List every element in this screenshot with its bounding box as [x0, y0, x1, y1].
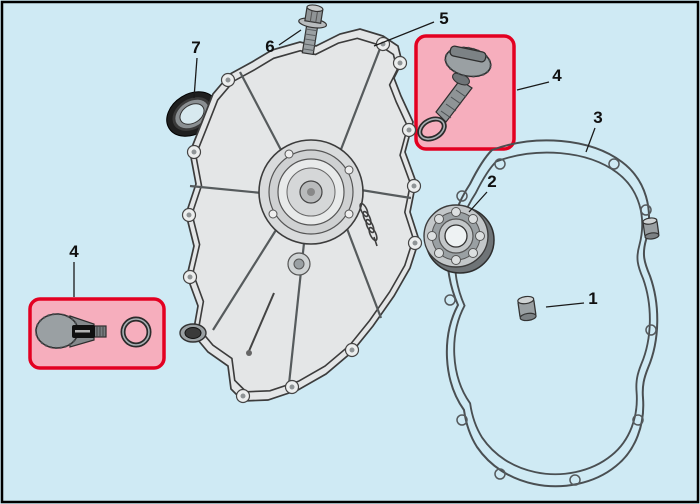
flange-bolt	[298, 4, 328, 56]
callout-6[interactable]: 6	[265, 37, 274, 56]
callout-5[interactable]: 5	[439, 9, 448, 28]
callout-2[interactable]: 2	[487, 172, 496, 191]
cover-hub	[258, 139, 364, 245]
cover-bolt-bosses	[181, 36, 423, 404]
oil-dipstick-left	[35, 313, 107, 349]
dipstick-handle	[449, 45, 487, 63]
gasket-bolt-holes	[444, 158, 657, 486]
callout-1[interactable]: 1	[588, 289, 597, 308]
leader-line-2	[468, 191, 488, 213]
oil-dipstick-top	[435, 45, 492, 123]
crankcase-cover	[179, 28, 423, 404]
ball-bearing	[423, 204, 495, 274]
o-ring-top	[417, 116, 447, 142]
dowel-pin	[517, 295, 537, 322]
callout-4-left[interactable]: 4	[69, 242, 79, 261]
gasket	[444, 139, 659, 488]
callout-3[interactable]: 3	[593, 108, 602, 127]
leader-line-3	[585, 127, 596, 153]
bearing-balls	[427, 207, 485, 265]
callout-4-top[interactable]: 4	[552, 66, 562, 85]
governor-rod	[246, 292, 275, 356]
leader-line-4-top	[516, 81, 550, 91]
callout-7[interactable]: 7	[191, 38, 200, 57]
oil-filler-neck	[179, 323, 207, 343]
o-ring-left	[120, 316, 152, 348]
dowel-pin-2	[642, 217, 660, 240]
leader-line-7	[193, 57, 198, 99]
governor-spring	[359, 202, 378, 247]
leader-line-6	[278, 29, 302, 46]
leader-line-5	[373, 21, 435, 47]
leader-line-1	[545, 302, 585, 308]
